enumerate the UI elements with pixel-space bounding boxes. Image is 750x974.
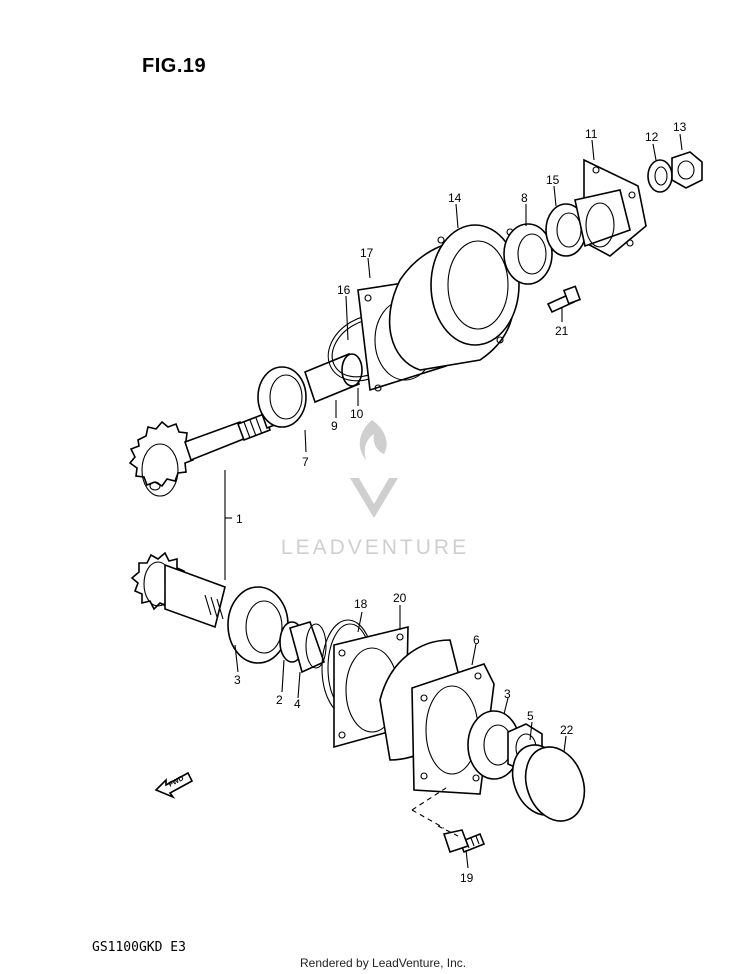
callout-7: 7 xyxy=(302,455,309,469)
callout-1: 1 xyxy=(236,512,243,526)
part-13-nut[interactable] xyxy=(671,151,703,189)
part-21-bolt[interactable] xyxy=(546,285,582,314)
part-1-driven-bevel-gear[interactable] xyxy=(130,551,226,629)
front-direction-arrow: FWD xyxy=(154,771,194,799)
part-7-bevel-gear-shaft[interactable] xyxy=(128,408,279,497)
part-19-bolt[interactable] xyxy=(442,829,486,854)
callout-8: 8 xyxy=(521,191,528,205)
part-14-gear-case[interactable] xyxy=(388,224,520,371)
callout-13: 13 xyxy=(673,120,687,134)
part-4-spacer[interactable] xyxy=(289,621,327,674)
callout-12: 12 xyxy=(645,130,659,144)
callout-4: 4 xyxy=(294,697,301,711)
callout-15: 15 xyxy=(546,173,560,187)
callout-17: 17 xyxy=(360,246,374,260)
callout-3-right: 3 xyxy=(504,687,511,701)
callout-20: 20 xyxy=(393,591,407,605)
callout-11: 11 xyxy=(585,127,598,141)
callout-5: 5 xyxy=(527,709,534,723)
figure-title: FIG.19 xyxy=(142,55,207,77)
part-22-cap[interactable] xyxy=(503,737,594,829)
callout-22: 22 xyxy=(560,723,574,737)
callout-21: 21 xyxy=(555,324,569,338)
part-9-spacer[interactable] xyxy=(304,352,363,404)
leader-lines xyxy=(224,133,683,869)
render-credit: Rendered by LeadVenture, Inc. xyxy=(300,956,467,970)
callout-3-left: 3 xyxy=(234,673,241,687)
callout-18: 18 xyxy=(354,597,368,611)
model-code: GS1100GKD E3 xyxy=(92,940,186,955)
part-6-bearing-case[interactable] xyxy=(379,639,495,795)
part-9-bearing-ring[interactable] xyxy=(257,366,307,428)
watermark-logo-icon xyxy=(350,420,398,518)
callout-14: 14 xyxy=(448,191,462,205)
callout-6: 6 xyxy=(473,633,480,647)
callout-19: 19 xyxy=(460,871,474,885)
part-12-washer[interactable] xyxy=(647,159,673,193)
callouts: 1 2 3 3 4 5 6 7 8 9 10 11 12 13 14 15 16… xyxy=(234,120,687,885)
watermark-text: LEADVENTURE xyxy=(281,536,469,559)
callout-16: 16 xyxy=(337,283,351,297)
callout-9: 9 xyxy=(331,419,338,433)
part-3-bearing-left[interactable] xyxy=(227,586,289,664)
part-15-oil-seal[interactable] xyxy=(545,203,587,257)
part-11-coupling-flange[interactable] xyxy=(574,158,647,257)
callout-2: 2 xyxy=(276,693,283,707)
callout-10: 10 xyxy=(350,407,364,421)
part-8-bearing[interactable] xyxy=(503,223,553,285)
